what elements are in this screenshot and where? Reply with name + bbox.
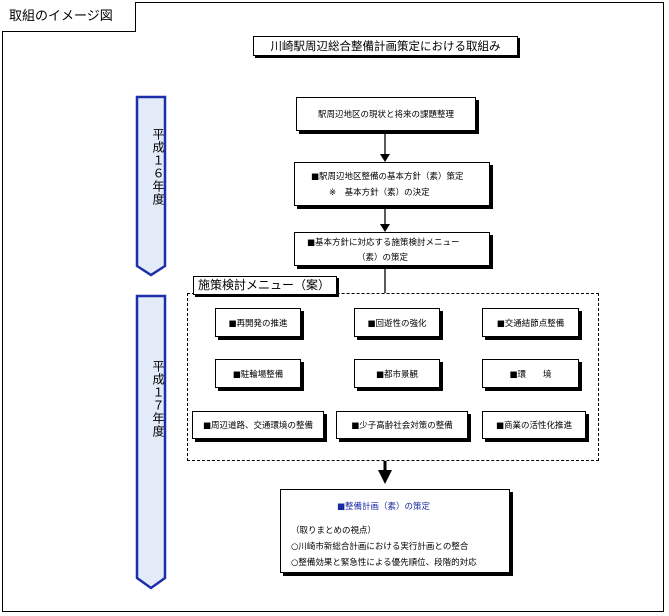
menu-group <box>187 293 599 461</box>
plan-point: ○川崎市新総合計画における実行計画との整合 <box>291 542 469 552</box>
step-menu-formulation: ■基本方針に対応する施策検討メニュー （素）の策定 <box>294 232 490 266</box>
menu-title: 施策検討メニュー（案） <box>193 276 337 295</box>
flow-arrow-3 <box>378 470 392 484</box>
menu-item: ■商業の活性化推進 <box>482 411 586 439</box>
plan-point: ○整備効果と緊急性による優先順位、段階的対応 <box>291 558 477 568</box>
menu-item: ■再開発の推進 <box>215 308 301 337</box>
diagram-frame <box>2 2 664 612</box>
plan-title: ■整備計画（素）の策定 <box>337 502 431 512</box>
period-arrow-h17 <box>135 294 167 590</box>
period-label-h17: 平成１７年度 <box>151 360 165 438</box>
menu-item: ■都市景観 <box>354 359 440 388</box>
menu-item: ■環 境 <box>482 359 579 388</box>
step-current-issues: 駅周辺地区の現状と将来の課題整理 <box>296 97 476 131</box>
step-basic-policy: ■駅周辺地区整備の基本方針（素）策定 ※ 基本方針（素）の決定 <box>294 162 490 206</box>
step-menu-formulation-line2: （素）の策定 <box>357 252 409 263</box>
menu-item: ■少子高齢社会対策の整備 <box>336 411 468 439</box>
plan-subtitle: （取りまとめの視点） <box>291 526 377 536</box>
period-arrow-h16 <box>135 95 167 277</box>
menu-item: ■周辺道路、交通環境の整備 <box>192 411 324 439</box>
menu-item: ■交通結節点整備 <box>482 308 579 337</box>
step-basic-policy-line2: ※ 基本方針（素）の決定 <box>329 188 430 198</box>
diagram-heading: 川崎駅周辺総合整備計画策定における取組み <box>253 36 518 56</box>
step-menu-formulation-line1: ■基本方針に対応する施策検討メニュー <box>307 237 460 248</box>
page-title: 取組のイメージ図 <box>2 2 136 32</box>
plan-box: ■整備計画（素）の策定 （取りまとめの視点） ○川崎市新総合計画における実行計画… <box>280 489 510 573</box>
flow-arrow-1 <box>380 154 390 162</box>
step-current-issues-label: 駅周辺地区の現状と将来の課題整理 <box>317 110 454 120</box>
period-label-h16: 平成１６年度 <box>151 128 165 206</box>
menu-item: ■回遊性の強化 <box>354 308 440 337</box>
step-basic-policy-line1: ■駅周辺地区整備の基本方針（素）策定 <box>311 172 464 182</box>
menu-item: ■駐輪場整備 <box>215 359 301 388</box>
flow-arrow-2 <box>380 224 390 232</box>
